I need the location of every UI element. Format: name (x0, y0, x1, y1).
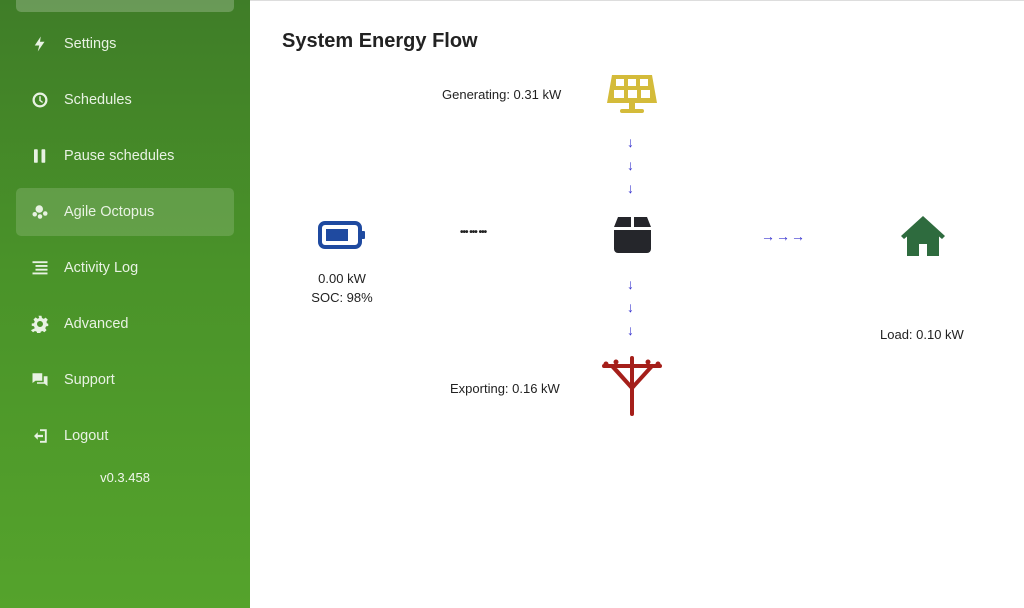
grid-exporting-label: Exporting: 0.16 kW (450, 381, 560, 396)
sidebar-item-support[interactable]: Support (16, 356, 234, 404)
pause-icon (16, 147, 64, 165)
flow-arrow-right: → (791, 228, 805, 244)
battery-power: 0.00 kW (318, 271, 366, 286)
flow-arrow-right: → (761, 228, 775, 244)
sidebar-item-label: Pause schedules (64, 148, 175, 164)
sidebar-item-pause-schedules[interactable]: Pause schedules (16, 132, 234, 180)
solar-panel-icon (607, 75, 657, 113)
sidebar-item-label: Activity Log (64, 260, 139, 276)
flow-arrow-down: ↓ (627, 299, 634, 315)
gear-icon (16, 315, 64, 333)
sidebar-item-advanced[interactable]: Advanced (16, 300, 234, 348)
sidebar-item-agile-octopus[interactable]: Agile Octopus (16, 188, 234, 236)
inverter-box-icon (614, 217, 651, 253)
flow-arrow-down: ↓ (627, 180, 634, 196)
sidebar-item-logout[interactable]: Logout (16, 412, 234, 460)
sidebar: Settings Schedules Pause schedules Agile… (0, 0, 250, 608)
battery-flow-indicator: ••• ••• ••• (460, 227, 487, 238)
list-icon (16, 259, 64, 277)
clock-icon (16, 91, 64, 109)
sidebar-item-label: Advanced (64, 316, 129, 332)
battery-icon (318, 221, 365, 249)
app-version: v0.3.458 (100, 470, 150, 485)
sidebar-item-activity-log[interactable]: Activity Log (16, 244, 234, 292)
sidebar-item-label: Schedules (64, 92, 132, 108)
sidebar-item-schedules[interactable]: Schedules (16, 76, 234, 124)
flow-arrow-down: ↓ (627, 322, 634, 338)
home-icon (901, 216, 945, 256)
page-title: System Energy Flow (282, 30, 478, 52)
sidebar-item-label: Settings (64, 36, 117, 52)
home-load-label: Load: 0.10 kW (880, 327, 964, 342)
solar-generating-label: Generating: 0.31 kW (442, 87, 562, 102)
flow-arrow-down: ↓ (627, 276, 634, 292)
main-content: System Energy Flow Generating: 0.31 kW ↓… (250, 0, 1024, 608)
sidebar-item-label: Logout (64, 428, 109, 444)
flow-arrow-right: → (776, 228, 790, 244)
octopus-icon (16, 203, 64, 221)
bolt-icon (16, 35, 64, 53)
battery-soc: SOC: 98% (311, 290, 373, 305)
sidebar-item-label: Agile Octopus (64, 204, 155, 220)
flow-arrow-down: ↓ (627, 157, 634, 173)
sidebar-item-label: Support (64, 372, 115, 388)
flow-arrow-down: ↓ (627, 134, 634, 150)
comments-icon (16, 371, 64, 389)
logout-icon (16, 427, 64, 445)
sidebar-item-top[interactable] (16, 0, 234, 12)
grid-pylon-icon (602, 356, 662, 416)
sidebar-item-settings[interactable]: Settings (16, 20, 234, 68)
